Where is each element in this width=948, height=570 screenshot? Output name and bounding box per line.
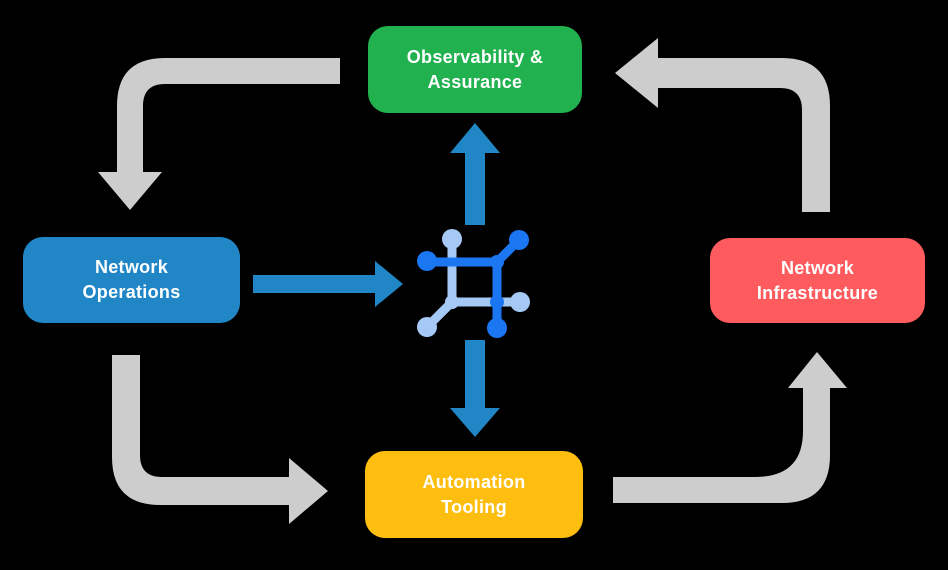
node-automation-tooling: Automation Tooling: [365, 451, 583, 538]
network-mesh-icon: [417, 229, 530, 338]
mesh-corner-top-right: [490, 255, 504, 269]
mesh-node-left: [417, 251, 437, 271]
mesh-corner-bottom-right: [490, 295, 504, 309]
blue-arrow-operations-to-center: [253, 261, 403, 307]
mesh-corner-bottom-left: [445, 295, 459, 309]
node-label-line: Tooling: [441, 496, 507, 517]
node-label-line: Operations: [82, 282, 181, 302]
node-label-line: Network: [780, 257, 855, 278]
blue-arrow-center-to-automation: [450, 340, 500, 437]
node-observability-assurance: Observability & Assurance: [368, 26, 582, 113]
mesh-node-bottom: [487, 318, 507, 338]
node-label-line: Network: [94, 257, 169, 278]
mesh-node-top-left: [442, 229, 462, 249]
node-network-operations: Network Operations: [23, 237, 240, 323]
node-label-line: Automation: [422, 471, 526, 492]
gray-arrow-observability-to-operations: [98, 58, 340, 210]
mesh-node-top-right: [509, 230, 529, 250]
gray-arrow-operations-to-automation: [112, 355, 328, 524]
mesh-node-right: [510, 292, 530, 312]
node-label-line: Observability &: [406, 46, 544, 67]
gray-arrow-infrastructure-to-observability: [615, 38, 830, 212]
blue-arrow-center-to-observability: [450, 123, 500, 225]
node-label-line: Assurance: [427, 71, 523, 92]
mesh-node-bottom-left: [417, 317, 437, 337]
node-label-line: Infrastructure: [756, 282, 879, 303]
gray-arrow-automation-to-infrastructure: [613, 352, 847, 503]
node-network-infrastructure: Network Infrastructure: [710, 238, 925, 323]
